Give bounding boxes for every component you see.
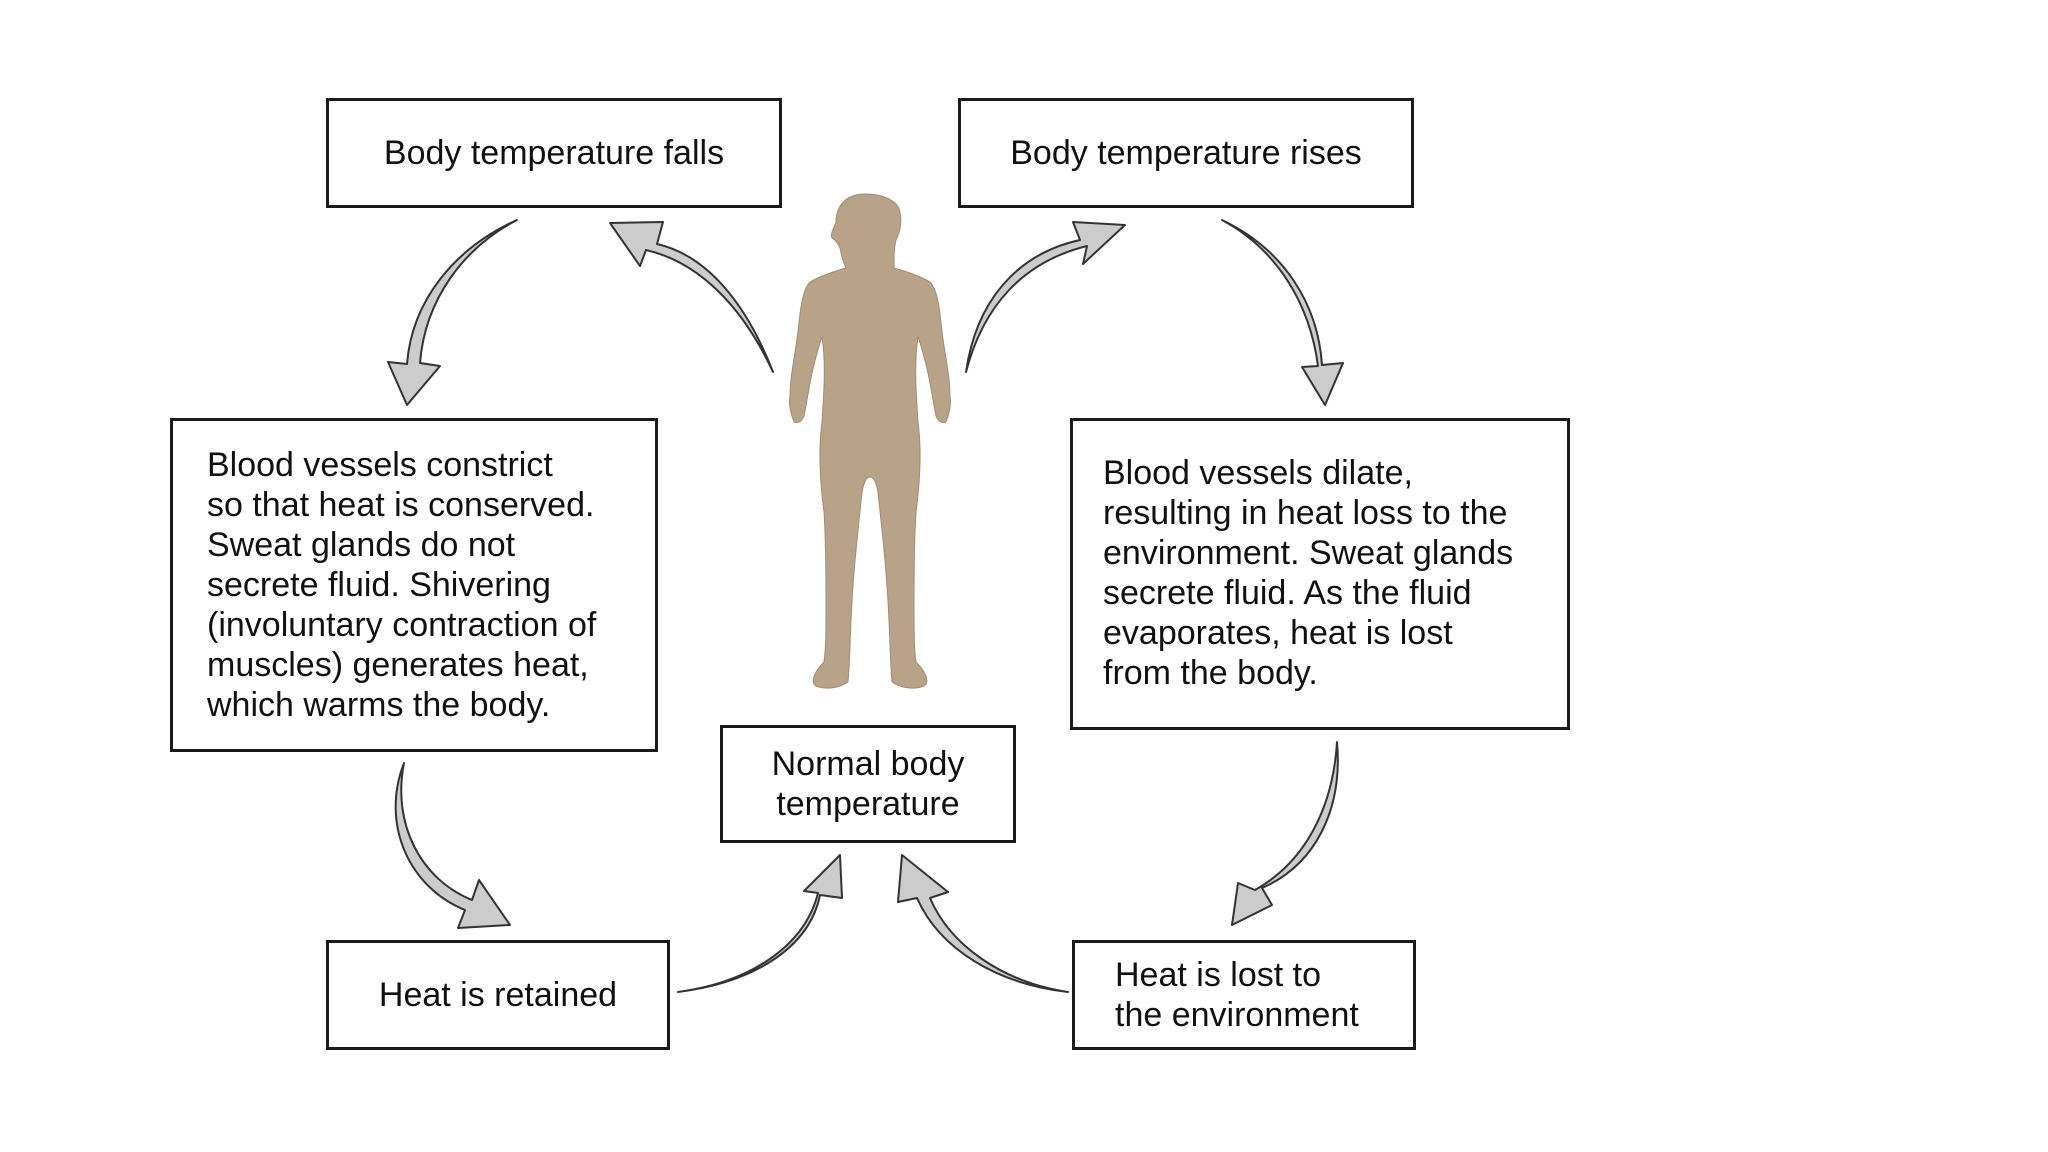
temp-falls-label: Body temperature falls xyxy=(383,134,725,172)
arrow-retained-to-normal xyxy=(677,854,843,993)
temp-rises-label: Body temperature rises xyxy=(1010,134,1362,172)
box-vessels-constrict: Blood vessels constrict so that heat is … xyxy=(170,418,658,752)
heat-retained-label: Heat is retained xyxy=(378,976,618,1014)
vessels-dilate-text: Blood vessels dilate, resulting in heat … xyxy=(1103,454,1514,692)
normal-temp-label: Normal body temperature xyxy=(771,745,965,823)
box-normal-temp: Normal body temperature xyxy=(720,725,1016,843)
body-silhouette xyxy=(789,193,951,689)
arrow-dilate-to-lost xyxy=(1231,741,1339,926)
box-temp-falls: Body temperature falls xyxy=(326,98,782,208)
box-temp-rises: Body temperature rises xyxy=(958,98,1414,208)
arrow-normal-to-falls xyxy=(609,221,774,373)
box-vessels-dilate: Blood vessels dilate, resulting in heat … xyxy=(1070,418,1570,730)
arrow-lost-to-normal xyxy=(897,854,1069,993)
box-heat-retained: Heat is retained xyxy=(326,940,670,1050)
human-body-figure xyxy=(789,193,951,689)
arrow-constrict-to-retained xyxy=(394,762,511,929)
arrow-falls-to-constrict xyxy=(387,219,518,406)
arrow-normal-to-rises xyxy=(965,221,1126,373)
box-heat-lost: Heat is lost to the environment xyxy=(1072,940,1416,1050)
vessels-constrict-text: Blood vessels constrict so that heat is … xyxy=(207,446,597,724)
arrow-rises-to-dilate xyxy=(1221,219,1344,406)
heat-lost-label: Heat is lost to the environment xyxy=(1115,956,1359,1034)
